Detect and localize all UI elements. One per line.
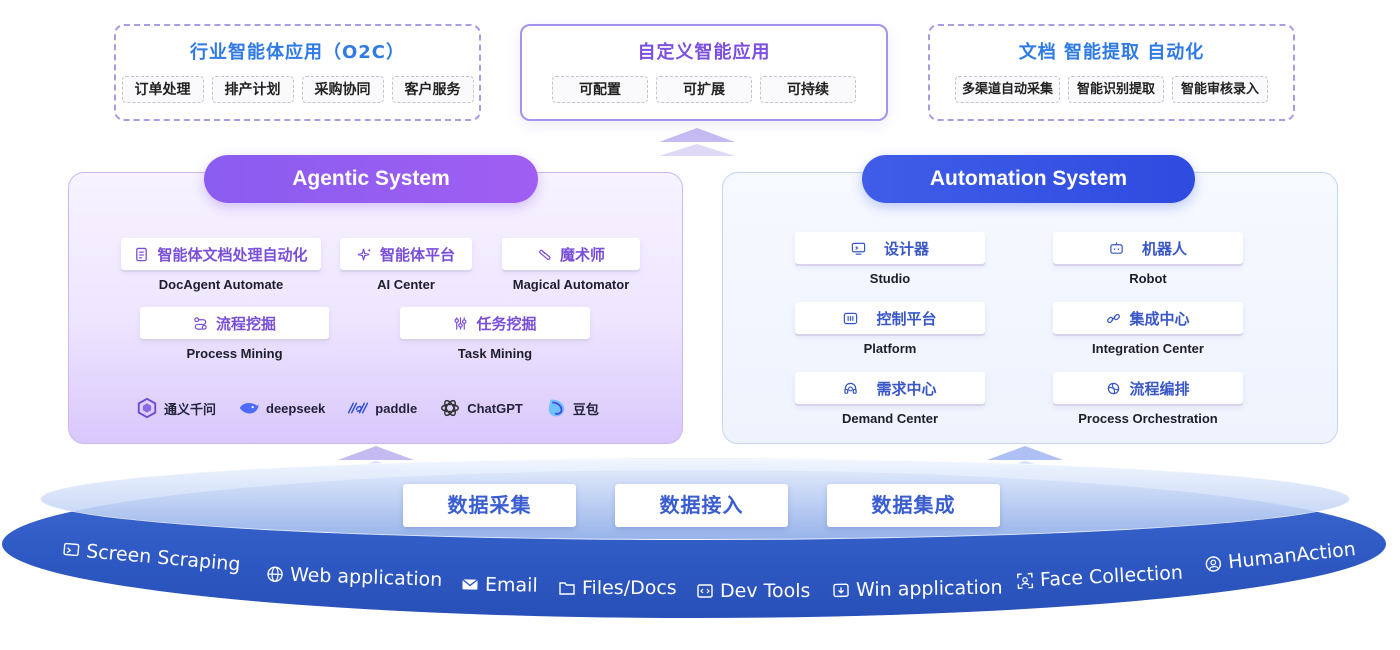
doubao-logo [548, 399, 565, 417]
data-integration-button[interactable]: 数据集成 [827, 484, 1000, 527]
module-label: 流程挖掘 [215, 314, 276, 333]
up-arrow-icon [338, 446, 414, 460]
module-docagent[interactable]: 智能体文档处理自动化 DocAgent Automate [121, 238, 321, 292]
deepseek-whale-logo [239, 403, 259, 414]
module-integration-center[interactable]: 集成中心 Integration Center [1053, 302, 1243, 356]
llm-chatgpt: ChatGPT [439, 397, 523, 419]
openai-logo [441, 399, 460, 417]
module-platform[interactable]: 控制平台 Platform [795, 302, 985, 356]
face-scan-icon [1017, 572, 1034, 589]
chip-procurement: 采购协同 [301, 76, 384, 103]
module-sublabel: Platform [863, 341, 917, 356]
module-sublabel: Demand Center [841, 411, 939, 426]
magic-wand-icon [537, 247, 552, 262]
module-magical-automator[interactable]: 魔术师 Magical Automator [502, 238, 640, 292]
module-label: 任务挖掘 [476, 314, 537, 333]
monitor-icon [851, 241, 866, 256]
chip-customer-service: 客户服务 [391, 76, 474, 103]
module-label: 需求中心 [876, 379, 937, 398]
llm-doubao: 豆包 [545, 397, 599, 419]
module-label: 控制平台 [876, 309, 937, 328]
paddle-logo [348, 402, 369, 414]
llm-paddle: paddle [347, 397, 417, 419]
source-face-collection: Face Collection [1016, 562, 1183, 593]
module-task-mining[interactable]: 任务挖掘 Task Mining [400, 307, 590, 361]
code-icon [697, 584, 713, 598]
chip-smart-review: 智能审核录入 [1172, 76, 1269, 103]
module-label: 智能体平台 [379, 245, 455, 264]
source-email: Email [461, 573, 538, 597]
module-robot[interactable]: 机器人 Robot [1053, 232, 1243, 286]
module-label: 流程编排 [1129, 379, 1190, 398]
module-studio[interactable]: 设计器 Studio [795, 232, 985, 286]
doc-chip-row: 多渠道自动采集 智能识别提取 智能审核录入 [930, 76, 1293, 103]
control-icon [843, 311, 858, 326]
module-label: 智能体文档处理自动化 [157, 245, 308, 264]
llm-deepseek: deepseek [238, 397, 325, 419]
email-icon [462, 578, 479, 590]
module-sublabel: Task Mining [457, 346, 533, 361]
o2c-apps-box: 行业智能体应用（O2C） 订单处理 排产计划 采购协同 客户服务 [114, 24, 481, 121]
data-access-button[interactable]: 数据接入 [615, 484, 788, 527]
o2c-apps-title: 行业智能体应用（O2C） [189, 42, 406, 63]
up-arrow-icon [659, 144, 735, 156]
chip-configurable: 可配置 [552, 76, 648, 103]
agentic-system-title: Agentic System [204, 155, 538, 203]
chip-order-processing: 订单处理 [121, 76, 204, 103]
custom-apps-title: 自定义智能应用 [637, 42, 771, 63]
llm-logo-row: 通义千问 deepseek paddle ChatGPT 豆包 [136, 397, 599, 419]
chip-extensible: 可扩展 [656, 76, 752, 103]
user-circle-icon [1205, 556, 1222, 572]
module-sublabel: Robot [1129, 271, 1167, 286]
module-ai-center[interactable]: 智能体平台 AI Center [340, 238, 472, 292]
module-process-orchestration[interactable]: 流程编排 Process Orchestration [1053, 372, 1243, 426]
module-demand-center[interactable]: 需求中心 Demand Center [795, 372, 985, 426]
source-dev-tools: Dev Tools [696, 580, 810, 602]
data-collection-button[interactable]: 数据采集 [403, 484, 576, 527]
module-label: 设计器 [883, 239, 929, 258]
module-sublabel: Process Orchestration [1078, 411, 1218, 426]
module-label: 机器人 [1141, 239, 1187, 258]
sparkle-icon [357, 247, 372, 262]
headset-icon [843, 381, 858, 396]
flow-icon [193, 316, 208, 331]
chip-production-planning: 排产计划 [211, 76, 294, 103]
sliders-icon [453, 316, 468, 331]
up-arrow-icon [659, 128, 735, 142]
module-label: 魔术师 [559, 245, 605, 264]
automation-system-title: Automation System [862, 155, 1195, 203]
source-files-docs: Files/Docs [558, 577, 677, 599]
module-sublabel: Process Mining [186, 346, 283, 361]
globe-icon [267, 566, 283, 582]
source-screen-scraping: Screen Scraping [61, 538, 241, 576]
module-label: 集成中心 [1129, 309, 1190, 328]
source-web-application: Web application [266, 563, 443, 591]
module-sublabel: AI Center [377, 277, 435, 292]
orchestration-icon [1106, 381, 1121, 396]
robot-icon [1109, 241, 1124, 256]
link-icon [1106, 311, 1121, 326]
folder-icon [559, 582, 575, 595]
custom-chip-row: 可配置 可扩展 可持续 [522, 76, 886, 103]
download-box-icon [833, 583, 849, 598]
up-arrow-icon [987, 446, 1063, 460]
llm-tongyi: 通义千问 [136, 397, 216, 419]
chip-smart-extraction: 智能识别提取 [1067, 76, 1164, 103]
custom-apps-box: 自定义智能应用 可配置 可扩展 可持续 [520, 24, 888, 121]
screen-scraping-icon [63, 542, 80, 557]
module-sublabel: Integration Center [1092, 341, 1204, 356]
source-win-application: Win application [832, 577, 1003, 602]
document-icon [134, 247, 149, 262]
o2c-chip-row: 订单处理 排产计划 采购协同 客户服务 [116, 76, 479, 103]
doc-extraction-box: 文档 智能提取 自动化 多渠道自动采集 智能识别提取 智能审核录入 [928, 24, 1295, 121]
module-sublabel: Studio [869, 271, 911, 286]
module-sublabel: Magical Automator [512, 277, 630, 292]
tongyi-logo [137, 397, 157, 419]
chip-multichannel-capture: 多渠道自动采集 [954, 76, 1060, 103]
module-sublabel: DocAgent Automate [158, 277, 284, 292]
doc-extraction-title: 文档 智能提取 自动化 [1018, 42, 1205, 63]
module-process-mining[interactable]: 流程挖掘 Process Mining [140, 307, 329, 361]
source-human-action: HumanAction [1203, 538, 1357, 576]
chip-sustainable: 可持续 [760, 76, 856, 103]
